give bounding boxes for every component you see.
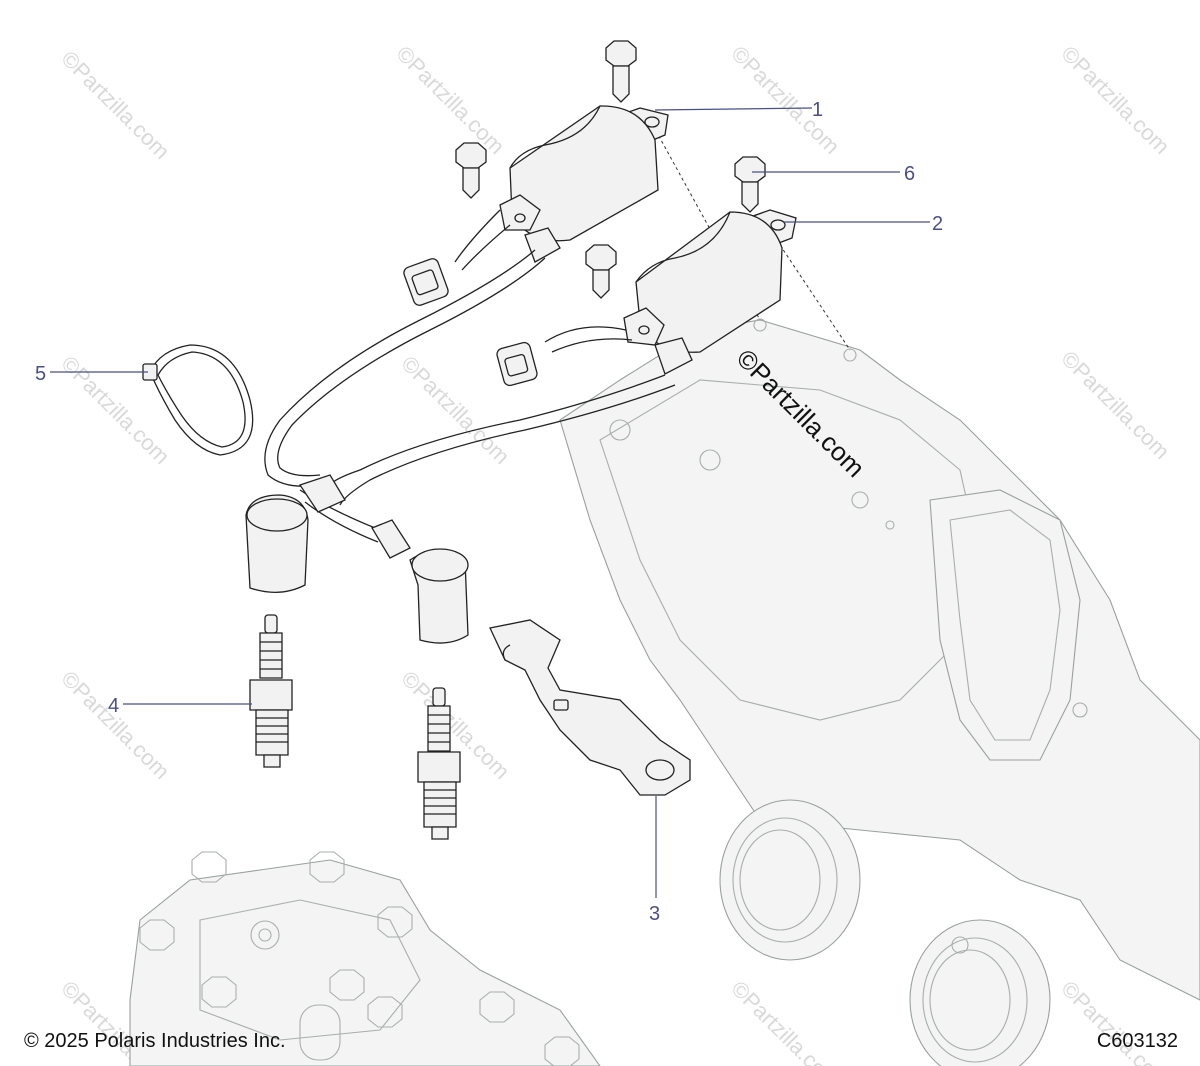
ht-lead-1 [264, 249, 536, 487]
bolt-icon [734, 156, 766, 213]
coil-2-primary-wire [544, 326, 627, 343]
connector-icon [403, 258, 449, 306]
callout-1: 1 [812, 99, 823, 121]
watermark-text: ©Partzilla.com [391, 41, 509, 159]
connector-icon [496, 341, 538, 387]
bolt-icon [455, 142, 487, 199]
coil-1-primary-wire [454, 209, 501, 263]
airbox-ghost [559, 318, 1200, 1066]
spark-plug-2 [417, 687, 461, 840]
ignition-coil-2 [623, 209, 797, 375]
cable-tie [142, 344, 254, 456]
ht-lead-2 [304, 501, 379, 543]
watermark-text: ©Partzilla.com [56, 46, 174, 164]
spark-plug-1 [249, 614, 293, 768]
watermark-text: ©Partzilla.com [396, 351, 514, 469]
coil-2-primary-wire [551, 338, 633, 353]
watermark-text: ©Partzilla.com [1056, 41, 1174, 159]
copyright-text: © 2025 Polaris Industries Inc. [24, 1030, 286, 1052]
bolt-icon [585, 244, 617, 299]
ht-lead-1 [277, 257, 546, 477]
diagram-code: C603132 [1096, 1030, 1178, 1052]
bracket [489, 619, 691, 796]
watermark-text: ©Partzilla.com [726, 41, 844, 159]
callout-4: 4 [108, 695, 119, 717]
callout-6: 6 [904, 163, 915, 185]
ht-lead-2 [339, 384, 676, 506]
callout-3: 3 [649, 903, 660, 925]
ht-lead-2 [324, 374, 666, 491]
alignment-line [769, 229, 851, 351]
callout-5: 5 [35, 363, 46, 385]
bolt-icon [605, 40, 637, 103]
watermark-text: ©Partzilla.com [726, 976, 844, 1066]
watermark-text: ©Partzilla.com [56, 666, 174, 784]
alignment-line [649, 119, 761, 321]
callout-2: 2 [932, 213, 943, 235]
ignition-coil-1 [499, 105, 669, 263]
cylinder-head-ghost [129, 851, 601, 1066]
spark-plug-cap-1 [245, 474, 346, 593]
leader-line-1 [654, 107, 813, 111]
coil-1-primary-wire [461, 224, 511, 271]
spark-plug-cap-2 [371, 519, 469, 644]
watermark-text: ©Partzilla.com [1056, 346, 1174, 464]
